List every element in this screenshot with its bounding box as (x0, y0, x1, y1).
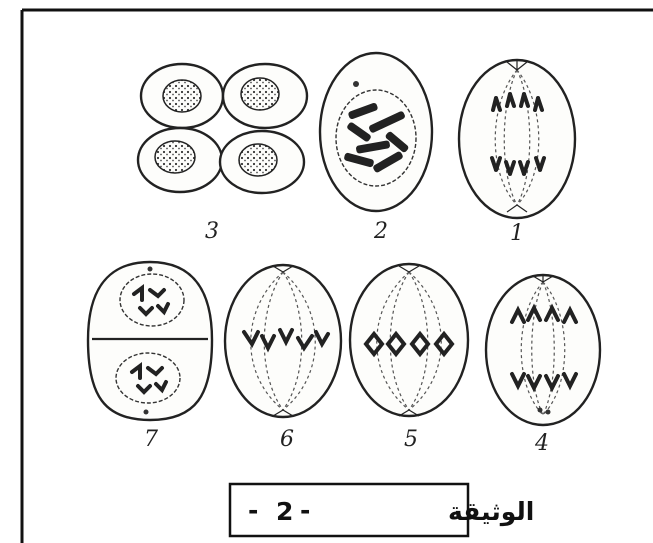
cell-stage-1 (459, 60, 575, 218)
stage-label-7: 7 (144, 427, 158, 452)
cell-stage-7 (88, 262, 212, 420)
cell-stage-2 (320, 53, 432, 211)
caption-number: 2 (276, 497, 293, 526)
cell-stage-4 (486, 274, 600, 425)
stage-label-6: 6 (280, 427, 294, 452)
stage-label-2: 2 (373, 219, 388, 244)
stage-label-1: 1 (510, 221, 524, 246)
caption-dash-left: - (248, 496, 258, 525)
cell-stage-6 (225, 265, 341, 417)
stage-label-5: 5 (404, 427, 418, 452)
caption-dash-right: - (300, 496, 310, 525)
stage-label-4: 4 (534, 431, 549, 456)
caption-title: الوثيقة (448, 497, 534, 527)
cell-stage-5 (350, 264, 468, 416)
stage-label-3: 3 (205, 219, 219, 244)
